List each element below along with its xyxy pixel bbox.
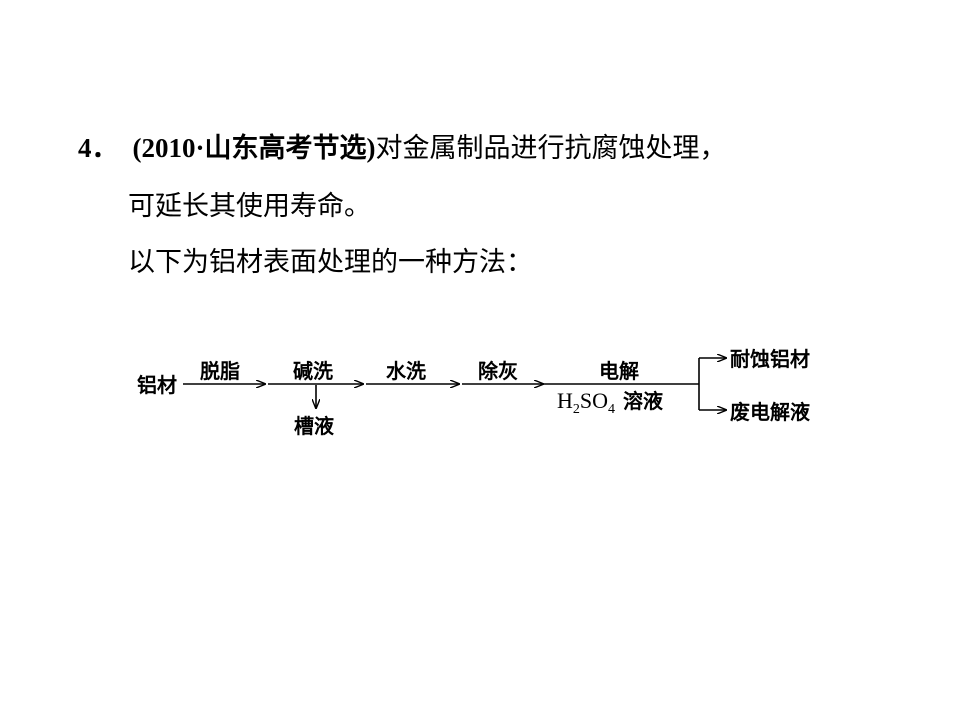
question-text-line2: 可延长其使用寿命。 xyxy=(128,191,371,222)
question-line-1: 4． (2010·山东高考节选)对金属制品进行抗腐蚀处理， xyxy=(78,131,727,166)
flow-step-degrease: 脱脂 xyxy=(200,359,240,383)
question-line-3: 以下为铝材表面处理的一种方法： xyxy=(128,246,533,280)
flow-byproduct-tank-liquid: 槽液 xyxy=(294,414,335,438)
question-line-2: 可延长其使用寿命。 xyxy=(128,190,371,224)
electrolyte-so-subscript: 4 xyxy=(608,402,615,417)
flow-start-aluminum: 铝材 xyxy=(137,373,177,397)
flow-step-water-wash: 水洗 xyxy=(386,359,426,383)
flow-electrolyte-label: H2SO4 溶液 xyxy=(557,388,664,417)
electrolyte-solution: 溶液 xyxy=(623,389,664,413)
flow-step-electrolysis: 电解 xyxy=(599,359,639,383)
flow-step-alkali-wash: 碱洗 xyxy=(293,359,333,383)
electrolyte-h: H xyxy=(557,388,573,413)
question-text-line1: 对金属制品进行抗腐蚀处理， xyxy=(375,133,727,164)
electrolyte-h-subscript: 2 xyxy=(573,402,580,417)
electrolyte-so: SO xyxy=(580,388,608,413)
question-number: 4． xyxy=(78,133,119,163)
question-text-line3: 以下为铝材表面处理的一种方法： xyxy=(128,247,533,278)
flow-step-remove-ash: 除灰 xyxy=(478,359,518,383)
flow-output-corrosion-resistant: 耐蚀铝材 xyxy=(730,347,810,371)
flow-output-waste-electrolyte: 废电解液 xyxy=(730,400,811,424)
question-source: (2010·山东高考节选) xyxy=(132,133,376,163)
